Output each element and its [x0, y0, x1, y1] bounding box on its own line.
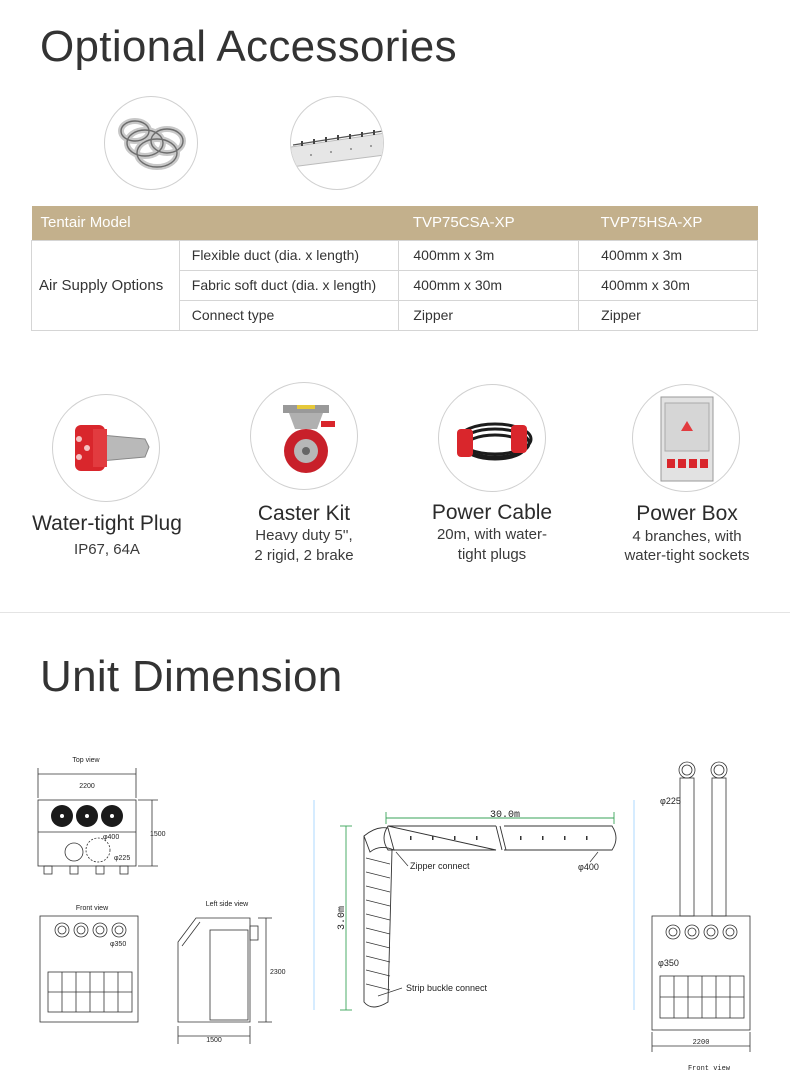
power-box-image	[632, 384, 740, 492]
top-phi400-label: φ400	[103, 834, 119, 841]
row-label: Flexible duct (dia. x length)	[178, 239, 400, 271]
group-label: Air Supply Options	[31, 239, 180, 331]
row-csa: Zipper	[398, 299, 580, 331]
table-header-row: Tentair Model TVP75CSA-XP TVP75HSA-XP	[31, 206, 758, 240]
top-depth-label: 1500	[150, 831, 166, 838]
table-header-model: Tentair Model	[31, 206, 180, 240]
accessory-title-cable: Power Cable	[431, 501, 553, 524]
front-phi350-label: φ350	[110, 941, 126, 948]
right-width-label: 2200	[693, 1039, 710, 1047]
flexible-duct-image	[104, 96, 198, 190]
front-view-label: Front view	[76, 905, 109, 912]
row-csa: 400mm x 3m	[398, 239, 580, 271]
dimension-title: Unit Dimension	[40, 652, 343, 701]
side-height-label: 2300	[270, 969, 286, 976]
zipper-connect-label: Zipper connect	[410, 861, 470, 871]
accessory-desc-plug: IP67, 64A	[74, 541, 140, 558]
right-phi225-label: φ225	[660, 796, 681, 806]
table-header-csa: TVP75CSA-XP	[398, 206, 579, 240]
accessory-desc-caster-2: 2 rigid, 2 brake	[254, 547, 354, 564]
table-header-blank	[179, 206, 399, 240]
accessory-title-plug: Water-tight Plug	[32, 512, 182, 535]
duct-length-label: 30.0m	[490, 810, 520, 821]
table-header-hsa: TVP75HSA-XP	[578, 206, 758, 240]
accessory-desc-cable-1: 20m, with water-	[436, 526, 548, 543]
row-label: Connect type	[178, 299, 400, 331]
table-row: Air Supply Options Flexible duct (dia. x…	[31, 239, 758, 331]
accessory-desc-box-2: water-tight sockets	[624, 547, 750, 564]
row-hsa: 400mm x 30m	[578, 269, 758, 301]
duct-phi400-label: φ400	[578, 862, 599, 872]
caster-kit-image	[250, 382, 358, 490]
top-phi225-label: φ225	[114, 855, 130, 862]
duct-height-label: 3.0m	[337, 906, 348, 930]
accessories-title: Optional Accessories	[40, 22, 457, 71]
accessory-desc-box-1: 4 branches, with	[632, 528, 742, 545]
row-csa: 400mm x 30m	[398, 269, 580, 301]
row-hsa: 400mm x 3m	[578, 239, 758, 271]
left-side-view-label: Left side view	[206, 901, 249, 908]
row-hsa: Zipper	[578, 299, 758, 331]
table-row: Connect type Zipper Zipper	[32, 299, 758, 331]
dimension-drawing: Top view 2200 1500 φ400 φ225 Front view …	[37, 757, 751, 1073]
section-divider	[0, 612, 790, 613]
right-front-view-label: Front view	[688, 1065, 731, 1073]
accessory-title-box: Power Box	[636, 502, 738, 525]
accessory-desc-caster-1: Heavy duty 5'',	[255, 527, 353, 544]
accessory-title-caster: Caster Kit	[257, 502, 351, 525]
side-depth-label: 1500	[206, 1037, 222, 1044]
top-view-label: Top view	[72, 757, 100, 764]
power-cable-image	[438, 384, 546, 492]
accessory-desc-cable-2: tight plugs	[457, 546, 527, 563]
strip-buckle-label: Strip buckle connect	[406, 983, 488, 993]
fabric-duct-image	[290, 96, 384, 190]
top-width-label: 2200	[79, 783, 95, 790]
spec-table: Tentair Model TVP75CSA-XP TVP75HSA-XP Ai…	[31, 206, 758, 331]
water-tight-plug-image	[52, 394, 160, 502]
right-phi350-label: φ350	[658, 958, 679, 968]
row-label: Fabric soft duct (dia. x length)	[178, 269, 400, 301]
